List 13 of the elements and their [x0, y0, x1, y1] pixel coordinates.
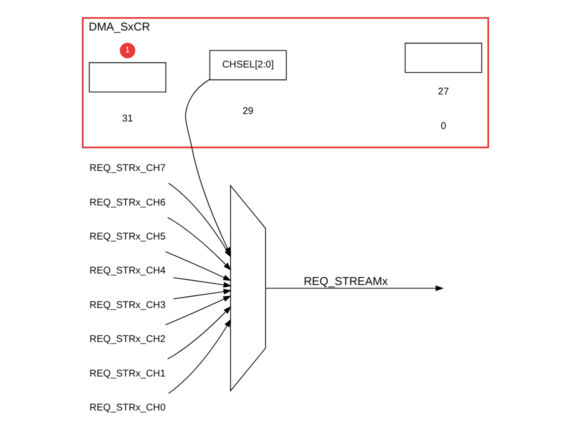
label: 0	[440, 120, 446, 132]
node-text: REQ_STRx_CH0	[89, 402, 166, 414]
edge-label: REQ_STREAMx	[303, 276, 388, 288]
label: 31	[122, 113, 132, 124]
node-text: REQ_STRx_CH6	[89, 197, 166, 208]
node-text: REQ_STRx_CH3	[89, 300, 166, 311]
node-text: REQ_STRx_CH2	[89, 334, 166, 346]
node-text: REQ_STRx_CH1	[89, 368, 166, 380]
label: 29	[242, 106, 253, 118]
label: 27	[438, 86, 448, 98]
node-text: REQ_STRx_CH4	[89, 266, 166, 277]
node-text: REQ_STRx_CH7	[89, 163, 166, 174]
node-text: REQ_STRx_CH5	[89, 231, 166, 242]
